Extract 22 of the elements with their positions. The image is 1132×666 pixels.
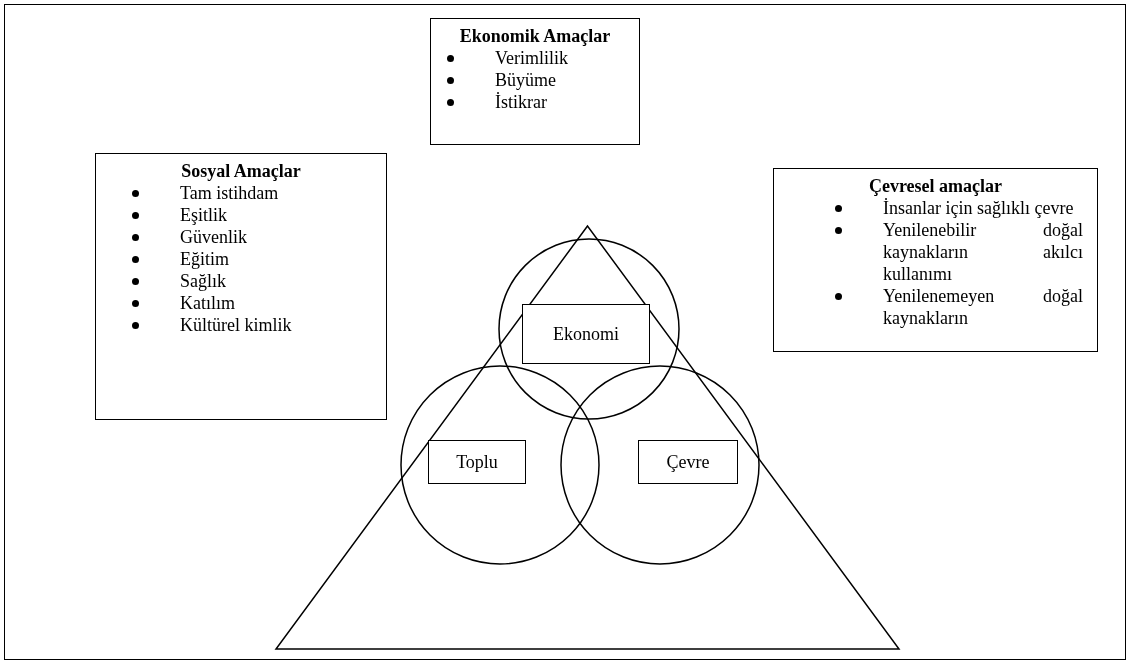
bullet-item: Büyüme	[445, 69, 625, 91]
box-heading: Sosyal Amaçlar	[180, 160, 302, 182]
bullet-item: Katılım	[110, 292, 372, 314]
bullet-item: İnsanlar için sağlıklı çevre	[788, 197, 1083, 219]
bullet-item: İstikrar	[445, 91, 625, 113]
goal-box	[95, 153, 387, 420]
goal-box	[430, 18, 640, 145]
bullet-item: Kültürel kimlik	[110, 314, 372, 336]
bullet-item: Yenilenemeyen doğal kaynakların	[788, 285, 1083, 329]
goal-box	[773, 168, 1098, 352]
text-box: Ekonomi	[522, 304, 650, 364]
box-heading: Ekonomik Amaçlar	[458, 25, 612, 47]
box-heading: Çevresel amaçlar	[867, 175, 1004, 197]
bullet-item: Eğitim	[110, 248, 372, 270]
text-box: Toplu	[428, 440, 526, 484]
bullet-item: Yenilenebilir doğal kaynakların akılcı kullanımı	[788, 219, 1083, 285]
text-box: Çevre	[638, 440, 738, 484]
bullet-item: Verimlilik	[445, 47, 625, 69]
bullet-item: Eşitlik	[110, 204, 372, 226]
bullet-item: Sağlık	[110, 270, 372, 292]
bullet-item: Tam istihdam	[110, 182, 372, 204]
bullet-item: Güvenlik	[110, 226, 372, 248]
